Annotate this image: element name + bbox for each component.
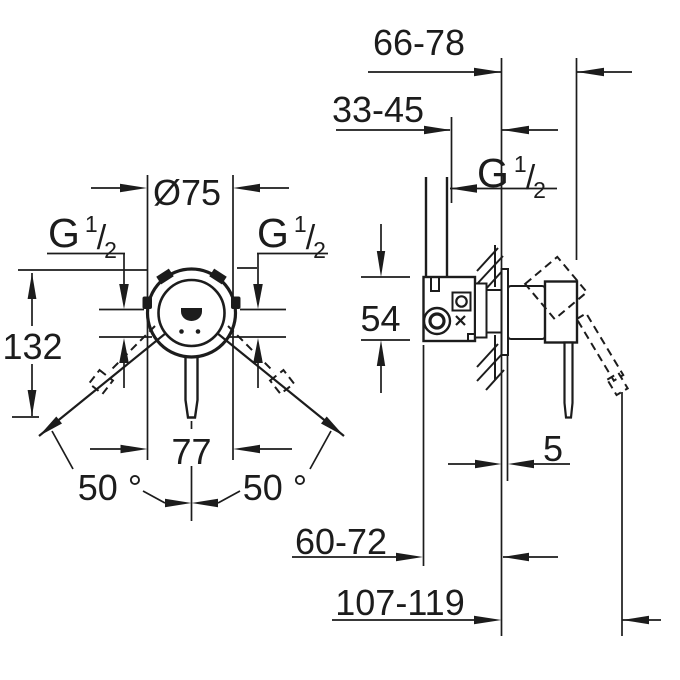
- handle-hub-side: [543, 280, 579, 344]
- screw-dot-right: [195, 329, 201, 334]
- screw-dot-left: [179, 329, 184, 334]
- dim-overall-height: 132: [2, 326, 62, 367]
- dim-wall-depth-range: 66-78: [373, 22, 465, 63]
- lever-handle-side: [563, 341, 574, 419]
- front-view-trim: [38, 267, 345, 437]
- dim-rough-in-depth-range: 33-45: [332, 89, 424, 130]
- dim-escutcheon-diameter: Ø75: [153, 172, 221, 213]
- handle-alternate-positions-front: [87, 325, 296, 396]
- trim-sleeve: [507, 285, 546, 340]
- inlet-port-circle: [422, 306, 452, 336]
- valve-marker-x: [455, 315, 466, 326]
- dim-swing-angle-right: 50 °: [243, 467, 307, 508]
- outlet-port: [451, 291, 472, 312]
- dim-swing-angle-left: 50 °: [78, 467, 142, 508]
- handle-alternate-position-side: [523, 255, 630, 397]
- swing-range-lines: [38, 332, 345, 437]
- dim-escutcheon-offset: 5: [543, 428, 563, 469]
- valve-body: [422, 275, 477, 343]
- side-view-valve: [422, 177, 579, 419]
- dim-handle-depth-min: 60-72: [295, 521, 387, 562]
- mounting-lugs: [142, 268, 241, 309]
- dim-handle-width: 77: [171, 431, 211, 472]
- cartridge-slot-mark: [181, 308, 202, 321]
- supply-pipe: [424, 177, 449, 277]
- cartridge-sleeve: [474, 282, 503, 339]
- dim-handle-depth-max: 107-119: [335, 582, 464, 623]
- dimension-labels: 66-78 33-45 54 5 60-72 107-119 Ø75 132 7…: [2, 22, 563, 623]
- dim-valve-body-height: 54: [360, 298, 400, 339]
- lever-handle-front: [184, 350, 199, 419]
